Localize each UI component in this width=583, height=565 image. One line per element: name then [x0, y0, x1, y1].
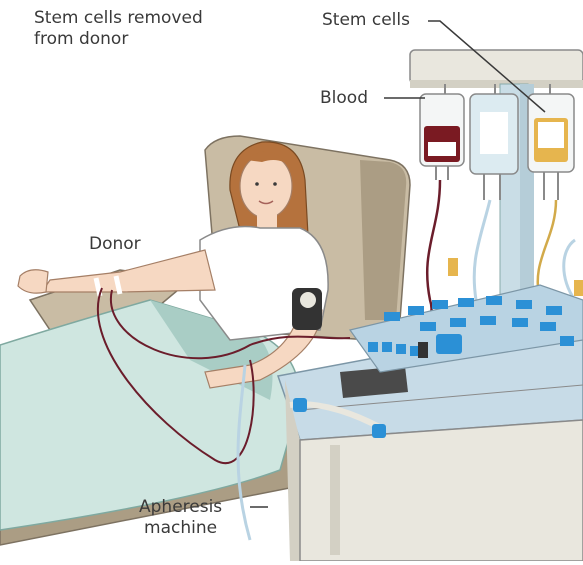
- apheresis-line-2: machine: [139, 518, 222, 539]
- blood-bag: [420, 84, 464, 180]
- stem-cell-bag: [528, 84, 574, 200]
- title-line-2: from donor: [34, 29, 128, 49]
- diagram-title: Stem cells removed from donor: [34, 8, 203, 50]
- apheresis-line-1: Apheresis: [139, 497, 222, 518]
- apheresis-machine-label: Apheresis machine: [139, 497, 222, 539]
- tube-clamp: [448, 258, 458, 276]
- stem-cells-label: Stem cells: [322, 10, 410, 31]
- title-line-1: Stem cells removed: [34, 8, 203, 28]
- plasma-tube: [474, 200, 490, 300]
- donor-label: Donor: [89, 234, 141, 255]
- blood-label: Blood: [320, 88, 368, 109]
